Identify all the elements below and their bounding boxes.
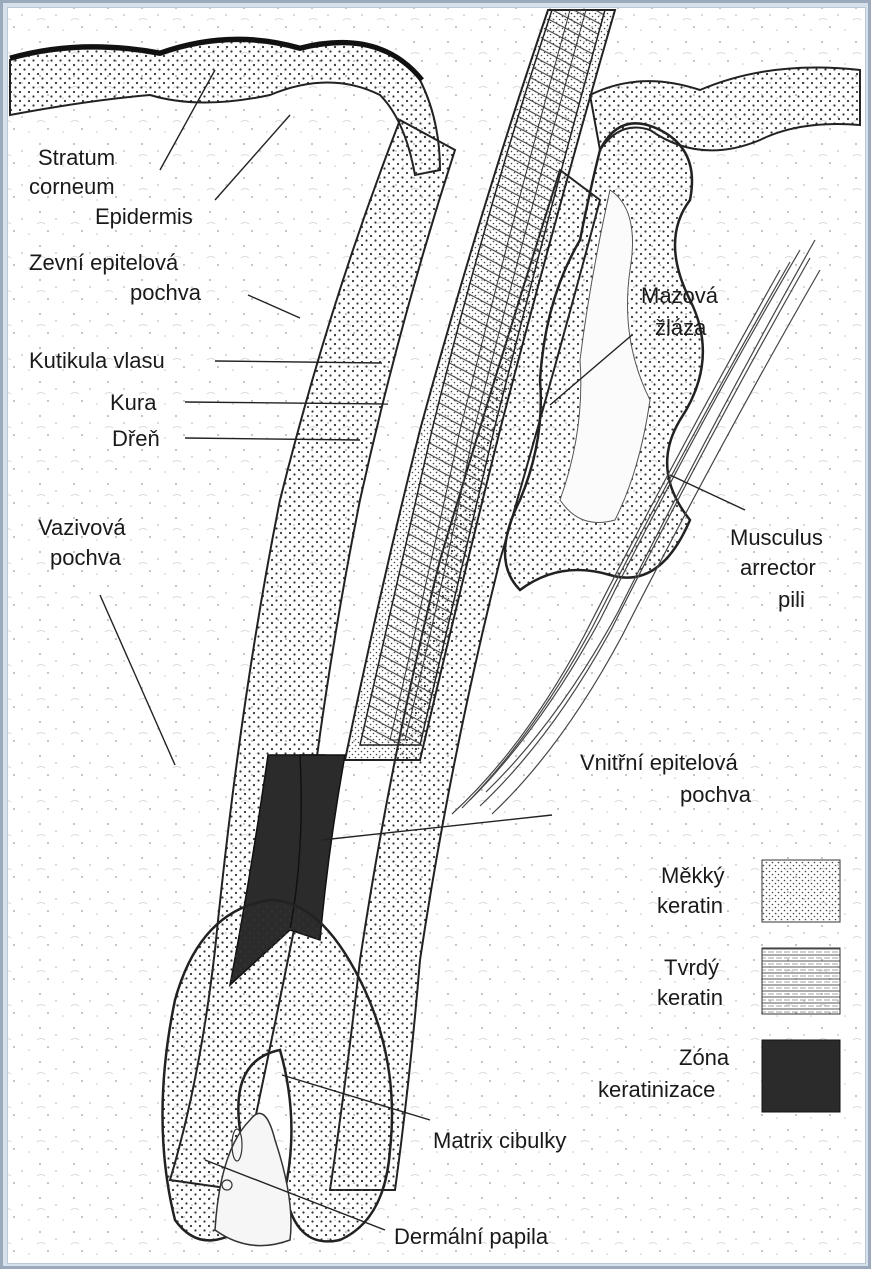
label-zevni-line2: pochva xyxy=(130,280,202,305)
label-papila: Dermální papila xyxy=(394,1224,549,1249)
label-vazivova-line2: pochva xyxy=(50,545,122,570)
label-matrix: Matrix cibulky xyxy=(433,1128,566,1153)
legend-swatch-hard-keratin xyxy=(762,948,840,1014)
label-vnitrni-line1: Vnitřní epitelová xyxy=(580,750,739,775)
legend-hard-line1: Tvrdý xyxy=(664,955,719,980)
label-mazova-line2: žláza xyxy=(655,315,707,340)
label-vnitrni-line2: pochva xyxy=(680,782,752,807)
label-musculus-line1: Musculus xyxy=(730,525,823,550)
label-kutikula: Kutikula vlasu xyxy=(29,348,165,373)
label-vazivova-line1: Vazivová xyxy=(38,515,126,540)
legend-hard-line2: keratin xyxy=(657,985,723,1010)
label-musculus-line3: pili xyxy=(778,587,805,612)
label-stratum-corneum-line1: Stratum xyxy=(38,145,115,170)
label-zevni-line1: Zevní epitelová xyxy=(29,250,179,275)
label-musculus-line2: arrector xyxy=(740,555,816,580)
legend-swatch-keratinization-zone xyxy=(762,1040,840,1112)
legend-swatch-soft-keratin xyxy=(762,860,840,922)
label-stratum-corneum-line2: corneum xyxy=(29,174,115,199)
label-dren: Dřeň xyxy=(112,426,160,451)
legend-zone-line1: Zóna xyxy=(679,1045,730,1070)
legend-soft-line2: keratin xyxy=(657,893,723,918)
label-mazova-line1: Mazová xyxy=(641,283,719,308)
legend-soft-line1: Měkký xyxy=(661,863,725,888)
label-kura: Kura xyxy=(110,390,157,415)
legend-zone-line2: keratinizace xyxy=(598,1077,715,1102)
label-epidermis: Epidermis xyxy=(95,204,193,229)
